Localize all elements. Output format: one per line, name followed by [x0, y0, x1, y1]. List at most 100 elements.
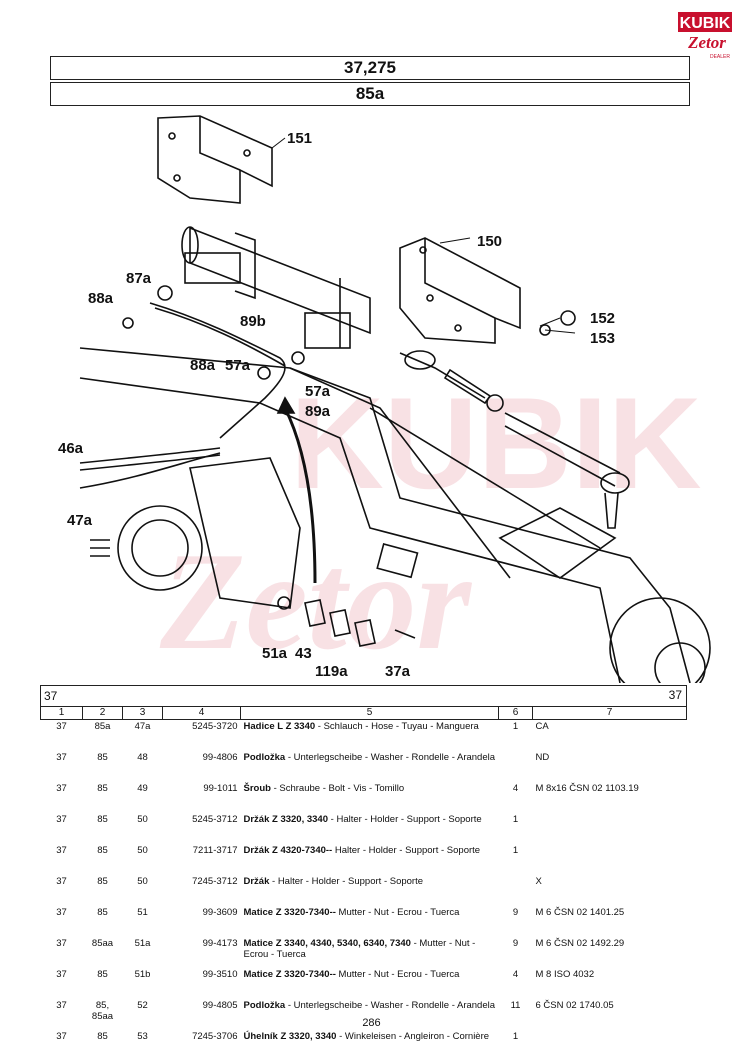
cell-c4: 99-4805 [202, 1000, 238, 1011]
cell-c2: 85 [97, 1031, 108, 1042]
description-translations: - Schraube - Bolt - Vis - Tomillo [270, 783, 405, 794]
cell-c7 [533, 1030, 687, 1061]
callout-89a: 89a [305, 403, 331, 420]
cell-c2: 85 [97, 783, 108, 794]
cell-c7: M 8x16 ČSN 02 1103.19 [535, 783, 639, 794]
cell-description: Držák Z 3320, 3340 - Halter - Holder - S… [241, 813, 499, 844]
figure-number: 85a [50, 82, 690, 106]
cell-c4: 7245-3706 [192, 1031, 238, 1042]
description-translations: - Halter - Holder - Support - Soporte [328, 814, 482, 825]
cell-c7: CA [535, 721, 549, 732]
cell-c6 [499, 875, 533, 906]
description-name: Matice Z 3320-7340-- [243, 969, 336, 980]
cell-c4: 7245-3712 [192, 876, 238, 887]
callout-151: 151 [287, 130, 312, 147]
cell-c7: X [535, 876, 542, 887]
column-header-row: 1 2 3 4 5 6 7 [40, 706, 688, 720]
cell-c2: 85, 85aa [91, 1000, 114, 1022]
cell-c6: 1 [512, 845, 519, 856]
cell-c3: 47a [134, 721, 151, 732]
cell-description: Matice Z 3340, 4340, 5340, 6340, 7340 - … [241, 937, 499, 968]
cell-c1: 37 [56, 1000, 67, 1011]
col-header-7: 7 [531, 706, 688, 720]
cell-c2: 85aa [91, 938, 114, 949]
cell-c3: 51b [134, 969, 151, 980]
group-number: 37,275 [50, 56, 690, 80]
description-translations: - Unterlegscheibe - Washer - Rondelle - … [285, 752, 496, 763]
cell-c7: ND [535, 752, 550, 763]
cell-c7 [533, 813, 687, 844]
description-translations: - Halter - Holder - Support - Soporte [269, 876, 424, 887]
group-bar: 37 37 [39, 685, 688, 707]
cell-c1: 37 [56, 907, 67, 918]
callout-119a: 119a [315, 663, 348, 680]
description-translations: Halter - Holder - Support - Soporte [332, 845, 481, 856]
cell-c3: 50 [137, 876, 148, 887]
cell-description: Úhelník Z 3320, 3340 - Winkeleisen - Ang… [241, 1030, 499, 1061]
cell-description: Matice Z 3320-7340-- Mutter - Nut - Ecro… [241, 906, 499, 937]
col-header-5: 5 [240, 706, 499, 720]
cell-c6: 4 [512, 969, 519, 980]
col-header-6: 6 [498, 706, 533, 720]
description-translations: - Mutter - Nut - Ecrou - Tuerca [243, 938, 476, 960]
cell-c2: 85 [97, 907, 108, 918]
cell-description: Hadice L Z 3340 - Schlauch - Hose - Tuya… [241, 720, 499, 752]
cell-c1: 37 [56, 721, 67, 732]
callout-47a: 47a [67, 512, 93, 529]
description-translations: - Schlauch - Hose - Tuyau - Manguera [315, 721, 479, 732]
cell-c7 [533, 844, 687, 875]
description-name: Matice Z 3340, 4340, 5340, 6340, 7340 [243, 938, 411, 949]
cell-c3: 53 [137, 1031, 148, 1042]
description-name: Hadice L Z 3340 [243, 721, 316, 732]
callout-88a: 88a [88, 290, 114, 307]
description-translations: - Unterlegscheibe - Washer - Rondelle - … [285, 1000, 496, 1011]
watermark: KUBIK Zetor [159, 370, 702, 679]
cell-c4: 99-4173 [202, 938, 238, 949]
page-number: 286 [362, 1017, 381, 1029]
cell-c1: 37 [56, 752, 67, 763]
cell-c3: 51a [134, 938, 151, 949]
callout-150: 150 [477, 233, 502, 250]
cell-c4: 99-4806 [202, 752, 238, 763]
cell-c3: 49 [137, 783, 148, 794]
cell-c1: 37 [56, 938, 67, 949]
cell-c2: 85 [97, 876, 108, 887]
kubik-zetor-logo: KUBIK Zetor DEALER [678, 12, 732, 60]
table-row: 37 85, 85aa 52 99-4805 Podložka - Unterlegsc… [41, 999, 687, 1030]
cell-c1: 37 [56, 1031, 67, 1042]
cell-c6: 9 [512, 938, 519, 949]
cell-c2: 85 [97, 814, 108, 825]
cell-c3: 50 [137, 814, 148, 825]
description-name: Podložka [243, 752, 286, 763]
callout-37a: 37a [385, 663, 411, 680]
description-name: Držák Z 3320, 3340 [243, 814, 329, 825]
cell-c2: 85 [97, 752, 108, 763]
description-name: Úhelník Z 3320, 3340 [243, 1031, 337, 1042]
logo-sub: Zetor [687, 33, 726, 52]
cell-c2: 85 [97, 845, 108, 856]
cell-c6: 9 [512, 907, 519, 918]
cell-description: Šroub - Schraube - Bolt - Vis - Tomillo [241, 782, 499, 813]
cell-c4: 99-1011 [203, 783, 238, 794]
description-translations: - Winkeleisen - Angleiron - Cornière [336, 1031, 490, 1042]
cell-c3: 52 [137, 1000, 148, 1011]
callout-57a-2: 57a [305, 383, 331, 400]
cell-c1: 37 [56, 783, 67, 794]
cell-description: Matice Z 3320-7340-- Mutter - Nut - Ecro… [241, 968, 499, 999]
callout-57a: 57a [225, 357, 251, 374]
col-header-2: 2 [82, 706, 123, 720]
description-name: Podložka [243, 1000, 286, 1011]
description-name: Držák [243, 876, 270, 887]
cell-c1: 37 [56, 969, 67, 980]
col-header-4: 4 [162, 706, 241, 720]
exploded-drawing: KUBIK Zetor [58, 115, 711, 683]
cell-c4: 99-3609 [202, 907, 238, 918]
cell-c7: 6 ČSN 02 1740.05 [535, 1000, 614, 1011]
description-translations: Mutter - Nut - Ecrou - Tuerca [335, 907, 460, 918]
